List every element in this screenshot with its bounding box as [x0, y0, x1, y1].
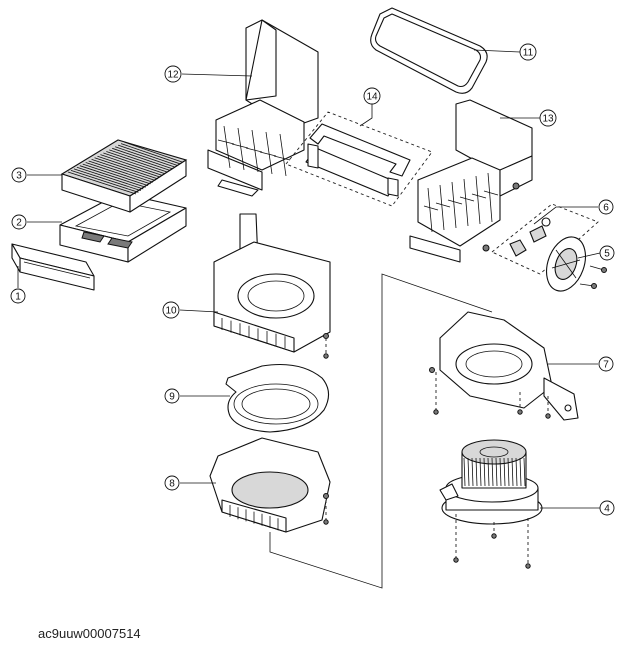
callout-10-label: 10 [165, 306, 177, 317]
callout-3-label: 3 [16, 171, 22, 182]
callout-2: 2 [11, 214, 27, 230]
part-7-blower-housing [429, 311, 579, 421]
callout-7: 7 [598, 356, 614, 372]
part-14-link-assembly [285, 111, 433, 207]
part-5-actuator [546, 236, 607, 292]
callout-6: 6 [598, 199, 614, 215]
part-2-filter-frame [59, 192, 187, 263]
callout-4-label: 4 [604, 504, 610, 515]
callout-12: 12 [164, 65, 182, 83]
part-11-gasket [370, 7, 488, 94]
callout-1: 1 [10, 288, 26, 304]
callout-5-label: 5 [604, 249, 610, 260]
screw-group [323, 338, 551, 569]
callout-8-label: 8 [169, 479, 175, 490]
part-1-filter-strip [11, 243, 95, 291]
part-12-left-duct-housing [207, 19, 319, 197]
callout-8: 8 [164, 475, 180, 491]
part-8-blower-case-lower [209, 437, 331, 533]
part-9-scroll-seal [225, 363, 330, 433]
callout-7-label: 7 [603, 360, 609, 371]
callout-13-label: 13 [542, 114, 554, 125]
callout-13: 13 [539, 109, 557, 127]
callout-5: 5 [599, 245, 615, 261]
callout-1-label: 1 [15, 292, 21, 303]
callout-11: 11 [519, 43, 537, 61]
callout-4: 4 [599, 500, 615, 516]
callout-14-label: 14 [366, 92, 378, 103]
callout-10: 10 [162, 301, 180, 319]
callout-14: 14 [363, 87, 381, 105]
part-6-servo-components [491, 203, 599, 275]
callout-11-label: 11 [523, 48, 534, 59]
callout-9-label: 9 [169, 392, 175, 403]
callout-3: 3 [11, 167, 27, 183]
part-13-right-housing [409, 99, 533, 263]
callout-6-label: 6 [603, 203, 609, 214]
part-3-cabin-filter [60, 139, 188, 213]
part-10-blower-case-upper [213, 213, 331, 353]
callout-2-label: 2 [16, 218, 22, 229]
callout-9: 9 [164, 388, 180, 404]
figure-code: ac9uuw00007514 [38, 626, 141, 641]
assembly-guide-line [269, 273, 493, 589]
callout-12-label: 12 [167, 70, 179, 81]
part-4-blower-motor [439, 439, 543, 525]
leader-lines [17, 49, 601, 509]
